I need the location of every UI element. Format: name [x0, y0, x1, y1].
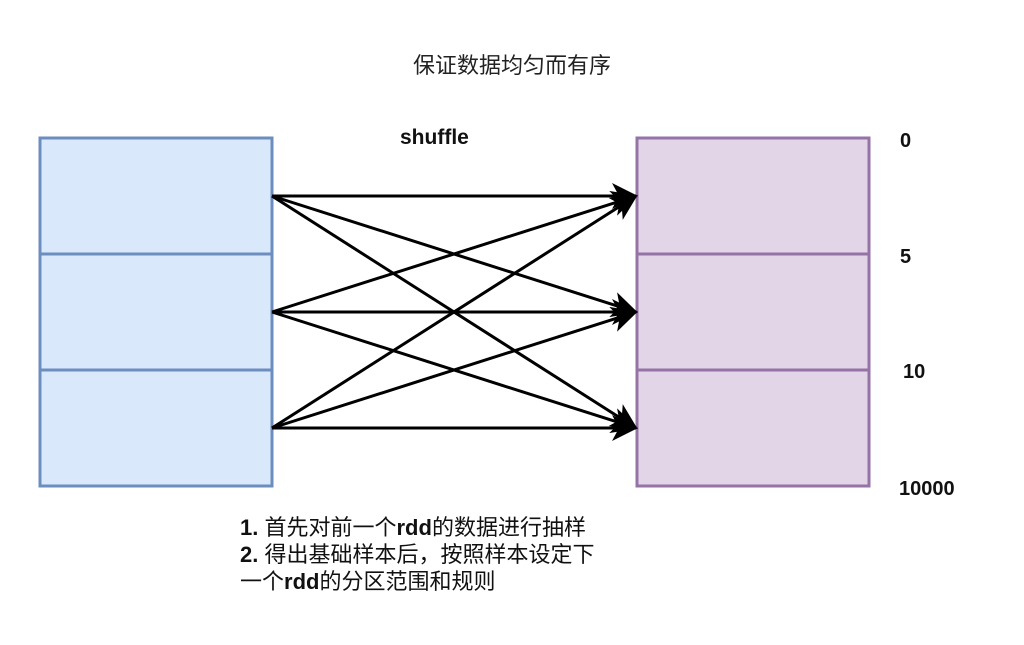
range-label-0: 0	[900, 130, 912, 152]
note-text: 首先对前一个	[264, 515, 397, 540]
shuffle-label: shuffle	[400, 126, 469, 149]
note-text: 的分区范围和规则	[319, 569, 496, 594]
note-text: 的数据进行抽样	[431, 515, 586, 540]
source-partition-1	[38, 252, 274, 372]
range-label-3: 10000	[899, 478, 955, 500]
source-partition-2	[38, 368, 274, 488]
note-text: rdd	[284, 569, 320, 594]
edge-2-to-0	[271, 194, 638, 430]
note-text: 得出基础样本后，按照样本设定下	[264, 542, 595, 567]
range-label-2: 10	[903, 361, 926, 383]
note-text: 一个	[240, 569, 285, 594]
diagram-title: 保证数据均匀而有序	[412, 54, 611, 79]
target-partition-0	[635, 136, 871, 256]
note-line-0: 1. 首先对前一个rdd的数据进行抽样	[240, 514, 594, 541]
target-partition-1	[635, 252, 871, 372]
note-number: 2.	[240, 542, 265, 567]
note-text: rdd	[396, 515, 432, 540]
source-rdd	[38, 136, 274, 488]
note-number: 1.	[240, 515, 265, 540]
range-label-1: 5	[900, 246, 912, 268]
target-partition-2	[635, 368, 871, 488]
target-rdd	[635, 136, 871, 488]
note-line-2: 一个rdd的分区范围和规则	[240, 568, 594, 595]
source-partition-0	[38, 136, 274, 256]
edge-2-to-1	[271, 306, 638, 430]
note-line-1: 2. 得出基础样本后，按照样本设定下	[240, 541, 594, 568]
edge-1-to-0	[271, 190, 638, 314]
shuffle-edges	[271, 183, 638, 441]
